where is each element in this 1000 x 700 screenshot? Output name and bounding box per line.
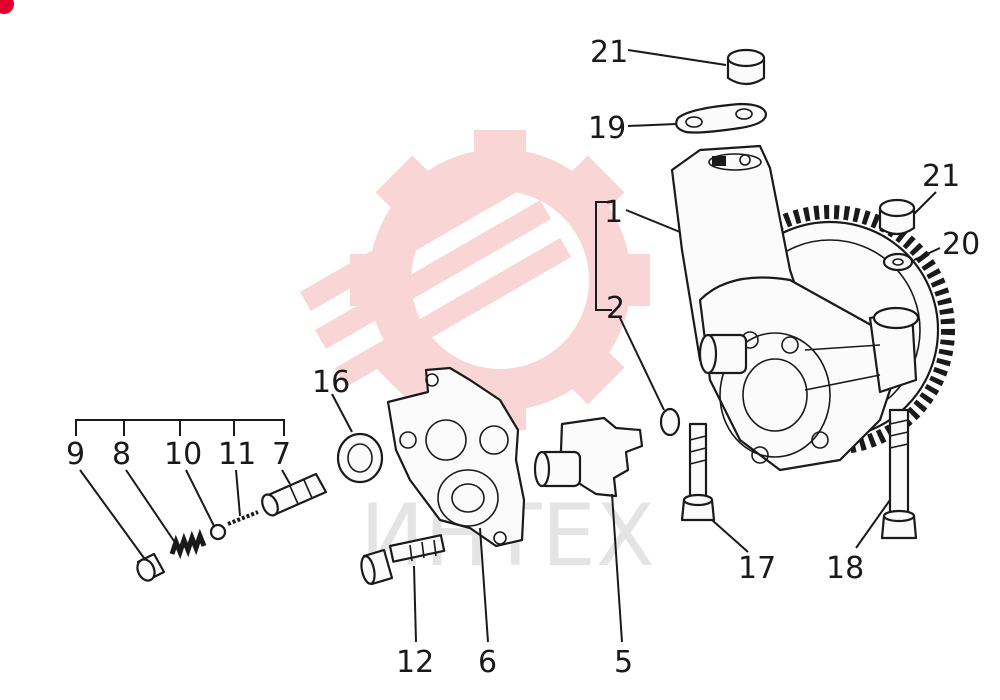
callout-9: 9 <box>66 437 85 472</box>
callout-8: 8 <box>112 437 131 472</box>
leader-21-right <box>913 191 937 215</box>
callout-10: 10 <box>164 437 202 472</box>
part-21-right-bushing <box>878 198 916 236</box>
callout-17: 17 <box>738 551 776 586</box>
callout-21-right: 21 <box>922 159 960 194</box>
watermark-gear-icon <box>300 130 650 430</box>
leader-19 <box>627 123 677 127</box>
part-17-bolt <box>680 422 716 522</box>
part-8-spring <box>169 528 207 560</box>
corner-badge <box>0 0 14 14</box>
part-5-rotor <box>533 416 644 498</box>
callout-6: 6 <box>478 645 497 680</box>
leader-21-top <box>627 49 727 66</box>
part-1-pump-body <box>670 144 955 472</box>
leader-16 <box>331 393 353 433</box>
callout-7: 7 <box>272 437 291 472</box>
leader-1 <box>625 209 681 233</box>
leader-5 <box>611 493 623 643</box>
leader-7 <box>281 469 291 485</box>
callout-19: 19 <box>588 111 626 146</box>
leader-10 <box>185 469 215 527</box>
leader-6 <box>479 527 489 643</box>
part-12-bolt <box>360 534 446 586</box>
part-20-washer <box>882 252 914 272</box>
leader-18 <box>855 499 891 549</box>
leader-17 <box>711 519 749 553</box>
callout-5: 5 <box>614 645 633 680</box>
part-21-top-bushing <box>726 48 766 86</box>
leader-9 <box>79 469 145 559</box>
callout-11: 11 <box>218 437 256 472</box>
part-6-cover <box>386 366 526 548</box>
part-18-bolt <box>880 408 918 540</box>
part-10-ball <box>209 523 227 541</box>
callout-18: 18 <box>826 551 864 586</box>
part-9-plug <box>136 552 166 582</box>
callout-20: 20 <box>942 227 980 262</box>
leader-20 <box>913 247 941 261</box>
leader-8 <box>125 469 177 545</box>
callout-12: 12 <box>396 645 434 680</box>
part-7-plunger <box>261 472 328 517</box>
callout-16: 16 <box>312 365 350 400</box>
bracket-1-2 <box>595 201 612 311</box>
leader-2 <box>619 317 665 411</box>
callout-2: 2 <box>606 291 625 326</box>
part-2-pin <box>659 407 681 437</box>
part-11-pin <box>227 510 259 526</box>
leader-11 <box>235 469 241 517</box>
part-16-seal-ring <box>336 432 384 484</box>
callout-21-top: 21 <box>590 35 628 70</box>
callout-1: 1 <box>604 195 623 230</box>
leader-12 <box>413 565 417 643</box>
part-19-gasket <box>675 102 768 134</box>
